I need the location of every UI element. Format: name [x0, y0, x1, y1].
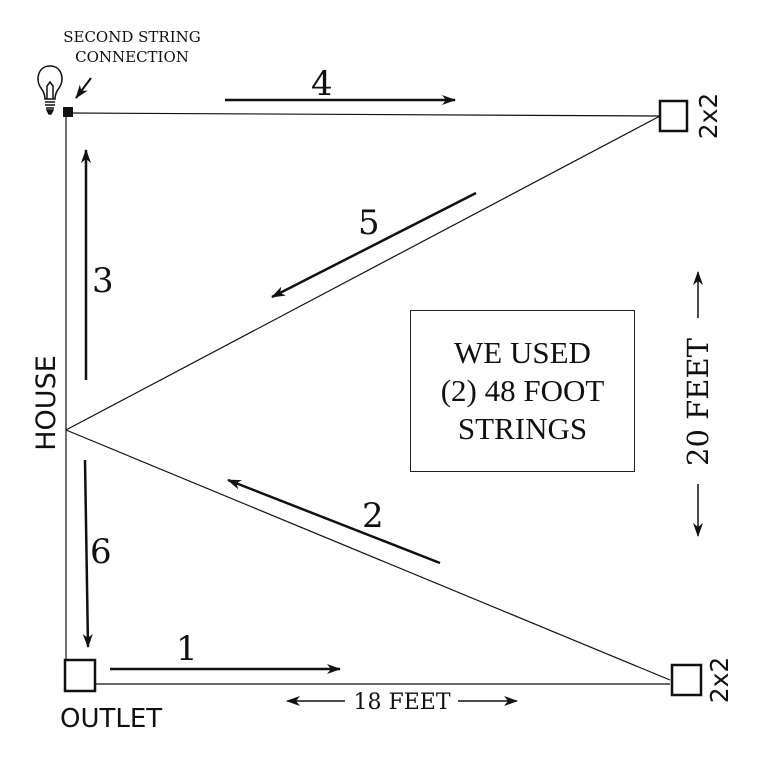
top-string-line — [69, 112, 661, 117]
diagonal-line-top — [65, 115, 661, 431]
run-numbers: 1 2 3 4 5 6 — [90, 64, 384, 669]
arrow-run-6 — [82, 459, 93, 648]
string-lines — [65, 112, 671, 685]
post-square-top-right — [658, 99, 689, 133]
arrow-run-2 — [227, 478, 441, 565]
second-string-label-line2: CONNECTION — [75, 48, 189, 66]
width-dimension-label: 18 FEET — [353, 690, 450, 715]
post-square-bottom-right — [670, 663, 703, 697]
run-number-5: 5 — [358, 203, 380, 243]
run-number-3: 3 — [92, 261, 114, 301]
post-label-top: 2x2 — [694, 93, 723, 140]
note-line-3: STRINGS — [457, 411, 588, 446]
run-number-4: 4 — [311, 64, 333, 104]
outlet-square — [63, 658, 97, 693]
post-label-bottom: 2x2 — [705, 657, 734, 704]
arrow-run-5 — [271, 191, 477, 299]
note-line-1: WE USED — [454, 335, 591, 370]
outlet-label: OUTLET — [60, 704, 162, 734]
diagonal-line-bottom — [65, 429, 671, 681]
run-number-1: 1 — [176, 629, 198, 669]
second-string-label-line1: SECOND STRING — [63, 28, 201, 46]
height-dimension: 20 FEET — [681, 271, 715, 537]
connection-pointer-arrow — [75, 77, 92, 99]
note-box: WE USED (2) 48 FOOT STRINGS — [410, 310, 635, 472]
run-number-2: 2 — [362, 496, 384, 536]
direction-arrows — [81, 95, 477, 674]
connection-square-icon — [63, 107, 73, 117]
run-number-6: 6 — [90, 532, 112, 572]
width-dimension: 18 FEET — [286, 690, 518, 715]
light-bulb-icon — [37, 65, 63, 115]
house-label: HOUSE — [31, 355, 62, 451]
height-dimension-label: 20 FEET — [681, 337, 715, 466]
note-line-2: (2) 48 FOOT — [440, 373, 605, 408]
